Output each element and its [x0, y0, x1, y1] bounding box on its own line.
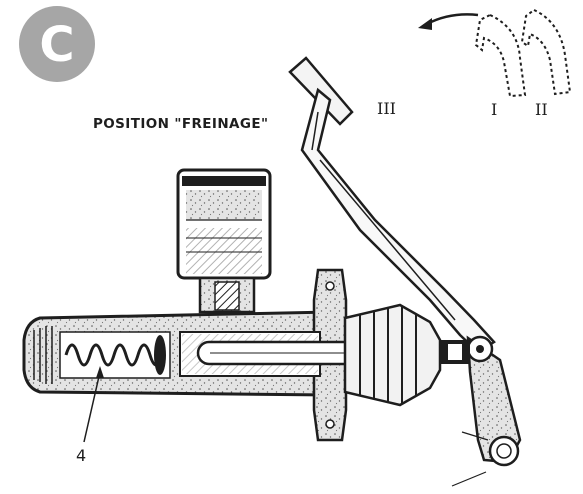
- pedal-position-ghost-i: [474, 13, 527, 98]
- master-cylinder-body: [22, 268, 348, 442]
- direction-arrow: [418, 13, 479, 30]
- callout-label: 4: [76, 446, 86, 465]
- position-label-ii: II: [535, 100, 548, 119]
- brake-pedal: [288, 56, 522, 487]
- fluid-reservoir: [176, 168, 272, 314]
- pedal-position-ghost-ii: [520, 8, 572, 96]
- rubber-boot: [343, 303, 442, 407]
- brand-logo: C: [19, 6, 95, 82]
- position-label-iii: III: [377, 99, 396, 118]
- position-label-i: I: [491, 100, 497, 119]
- position-caption: POSITION "FREINAGE": [93, 116, 268, 132]
- logo-letter: C: [39, 17, 74, 73]
- callout-4: 4: [76, 366, 104, 465]
